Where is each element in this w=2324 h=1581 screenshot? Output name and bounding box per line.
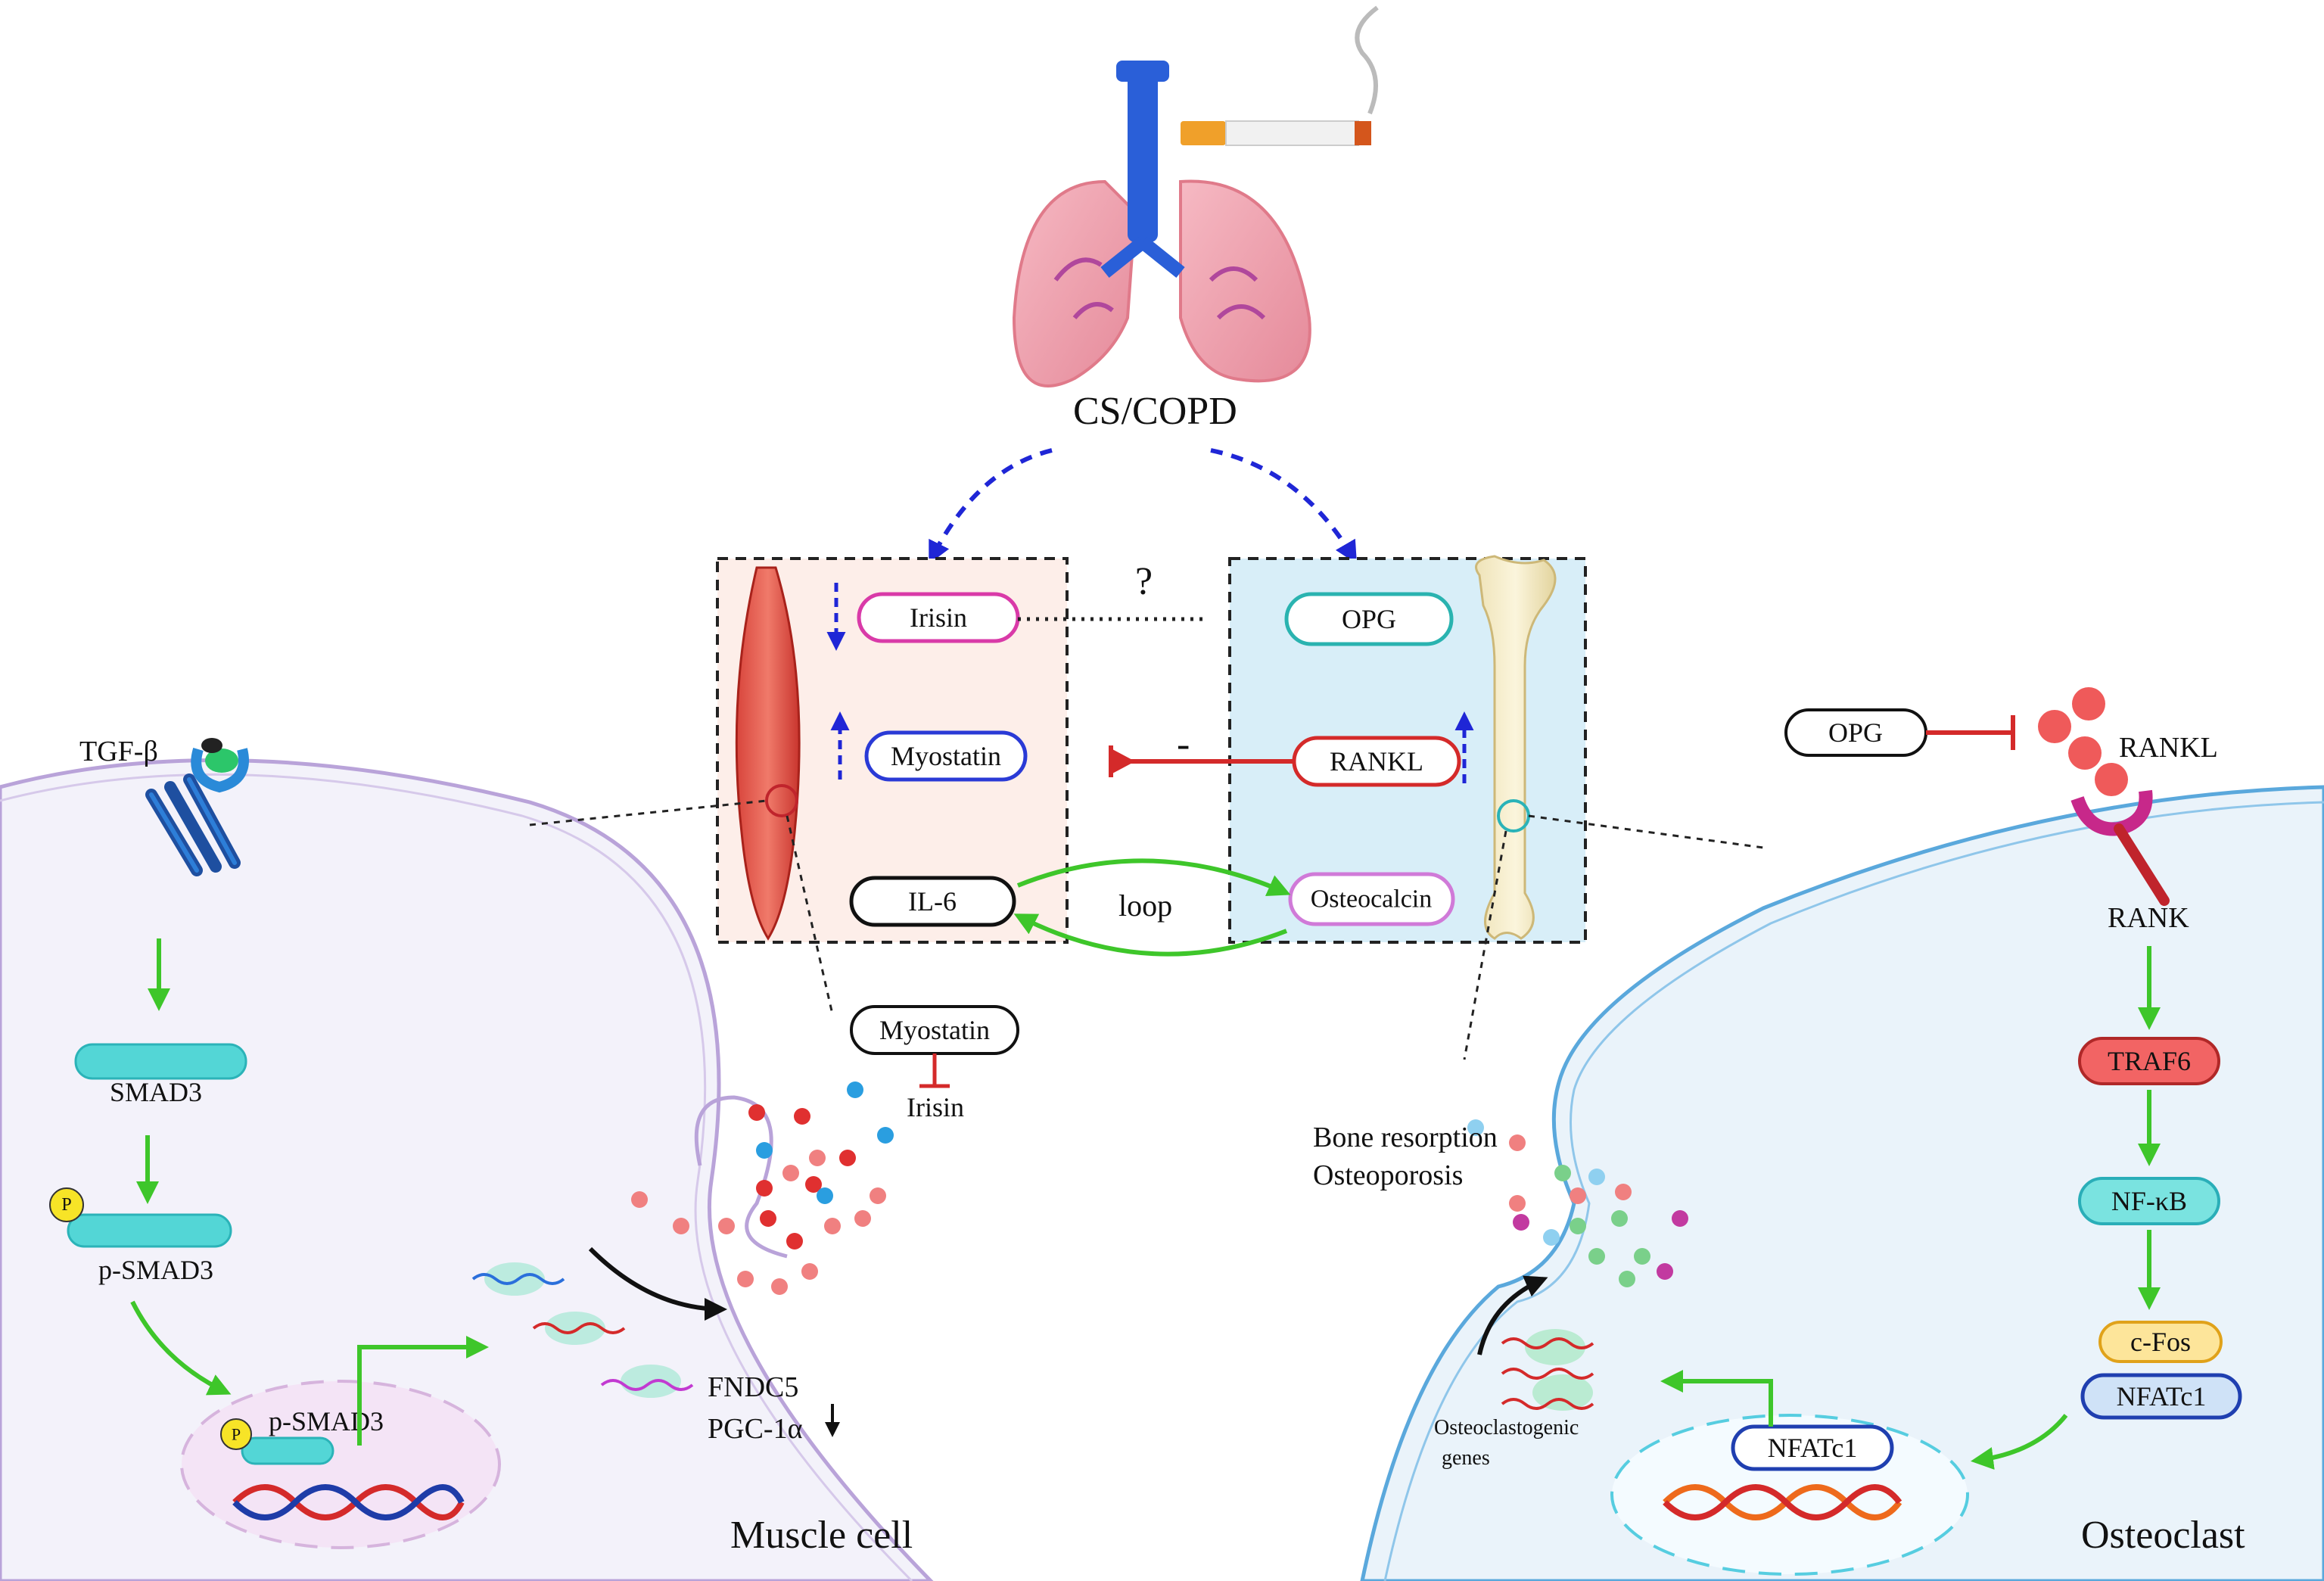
dna-helix-icon-osteoclast — [1663, 1484, 1902, 1520]
svg-text:P: P — [61, 1195, 71, 1215]
nfkb-pill — [2078, 1177, 2220, 1225]
arrow-copd-to-bone — [1210, 448, 1358, 565]
minus-label: - — [1177, 723, 1190, 766]
traf6-pill — [2078, 1037, 2220, 1085]
cfos-pill — [2098, 1321, 2223, 1363]
dna-helix-icon — [232, 1484, 465, 1520]
genes-label-line1: Osteoclastogenic — [1434, 1416, 1579, 1439]
smad3-label: SMAD3 — [110, 1077, 202, 1107]
question-mark-label: ? — [1135, 560, 1153, 603]
p-smad3-protein: P p-SMAD3 — [49, 1187, 232, 1285]
svg-text:TRAF6: TRAF6 — [2108, 1046, 2191, 1076]
osteoclast-cell: Osteoclast — [1360, 785, 2324, 1581]
pgc1a-label: PGC-1α — [708, 1413, 803, 1445]
cigarette-icon — [1181, 5, 1379, 146]
myostatin-pill — [864, 730, 1028, 782]
svg-text:Myostatin: Myostatin — [891, 741, 1001, 771]
muscle-cell: Muscle cell — [0, 758, 934, 1581]
lungs-icon — [1012, 61, 1311, 387]
osteocalcin-pill — [1288, 872, 1455, 926]
svg-text:Osteocalcin: Osteocalcin — [1311, 885, 1433, 913]
muscle-box: Irisin Myostatin IL-6 — [716, 557, 1069, 944]
svg-text:Myostatin: Myostatin — [879, 1015, 990, 1045]
bone-zoom-connector-down — [1463, 830, 1507, 1060]
tgf-beta-label: TGF-β — [79, 736, 158, 767]
bone-box: OPG RANKL Osteocalcin — [1228, 555, 1587, 944]
svg-text:P: P — [232, 1425, 241, 1444]
muscle-tissue-icon — [735, 566, 801, 941]
tgf-beta-receptor: TGF-β — [79, 736, 249, 876]
arrow-nfatc1-to-genes — [1660, 1370, 1773, 1427]
arrow-psmad3-to-nucleus — [130, 1300, 232, 1396]
arrow-secretion-osteoclast — [1477, 1275, 1548, 1355]
phosphate-icon-nucleus — [220, 1418, 252, 1450]
secreted-particles-osteoclast — [1467, 1119, 1688, 1287]
secreted-particles-muscle — [631, 1081, 894, 1295]
cs-copd-title: CS/COPD — [1073, 390, 1237, 433]
svg-text:NFATc1: NFATc1 — [1768, 1433, 1858, 1463]
osteoclast-label: Osteoclast — [2081, 1514, 2245, 1557]
inset-irisin-label: Irisin — [907, 1092, 964, 1122]
nfatc1-pill — [2080, 1373, 2242, 1420]
smad3-protein: SMAD3 — [74, 1043, 247, 1107]
fndc5-label: FNDC5 — [708, 1371, 798, 1403]
svg-text:Irisin: Irisin — [910, 602, 967, 633]
svg-text:OPG: OPG — [1342, 604, 1396, 634]
svg-text:NFATc1: NFATc1 — [2117, 1381, 2207, 1411]
p-smad3-label: p-SMAD3 — [98, 1255, 213, 1285]
osteoclastogenic-genes-icon — [1501, 1329, 1594, 1411]
osteoclast-cell-body — [1360, 785, 2324, 1581]
myostatin-inhibits-irisin: Myostatin Irisin — [850, 1005, 1019, 1122]
muscle-exocytosis-pocket — [694, 1095, 788, 1259]
nucleus-nfatc1-pill — [1731, 1424, 1894, 1471]
bone-resorption-label: Bone resorption — [1313, 1122, 1498, 1153]
arrow-copd-to-muscle — [929, 448, 1053, 565]
svg-text:c-Fos: c-Fos — [2130, 1327, 2191, 1357]
il6-pill — [849, 876, 1016, 927]
genes-label-line2: genes — [1442, 1446, 1490, 1470]
osteoporosis-label: Osteoporosis — [1313, 1159, 1463, 1191]
p-smad3-nucleus-label: p-SMAD3 — [269, 1406, 384, 1436]
loop-arrow-il6-to-osteocalcin — [1016, 858, 1291, 896]
tgf-beta-ligand — [205, 748, 238, 773]
svg-text:NF-κB: NF-κB — [2111, 1186, 2187, 1216]
arrow-nfatc1-to-nucleus — [1971, 1414, 2068, 1470]
loop-arrow-osteocalcin-to-il6 — [1013, 913, 1288, 957]
svg-text:RANKL: RANKL — [1330, 746, 1423, 776]
phosphate-icon — [49, 1187, 84, 1222]
muscle-zoom-connector-down — [786, 815, 834, 1015]
mrna-transcripts-icon — [471, 1262, 694, 1398]
loop-label: loop — [1118, 889, 1172, 923]
opg-pill — [1284, 592, 1454, 646]
muscle-nucleus: P p-SMAD3 — [180, 1380, 501, 1549]
arrow-nucleus-to-mrna — [357, 1336, 489, 1446]
muscle-zoom-circle — [765, 784, 798, 817]
svg-text:IL-6: IL-6 — [908, 886, 957, 917]
osteoclast-membrane-inner — [1383, 801, 2324, 1581]
rankl-label: RANKL — [2119, 732, 2218, 764]
rankl-ligand-icon — [2038, 687, 2128, 796]
rank-label: RANK — [2108, 902, 2189, 934]
svg-text:OPG: OPG — [1828, 717, 1883, 748]
bone-zoom-connector-right — [1528, 814, 1764, 849]
rank-receptor-icon — [2070, 789, 2170, 906]
arrow-secretion-muscle — [588, 1246, 727, 1321]
muscle-cell-label: Muscle cell — [730, 1514, 913, 1557]
osteoclast-nucleus: NFATc1 — [1610, 1414, 1969, 1576]
muscle-zoom-connector-left — [529, 799, 767, 826]
